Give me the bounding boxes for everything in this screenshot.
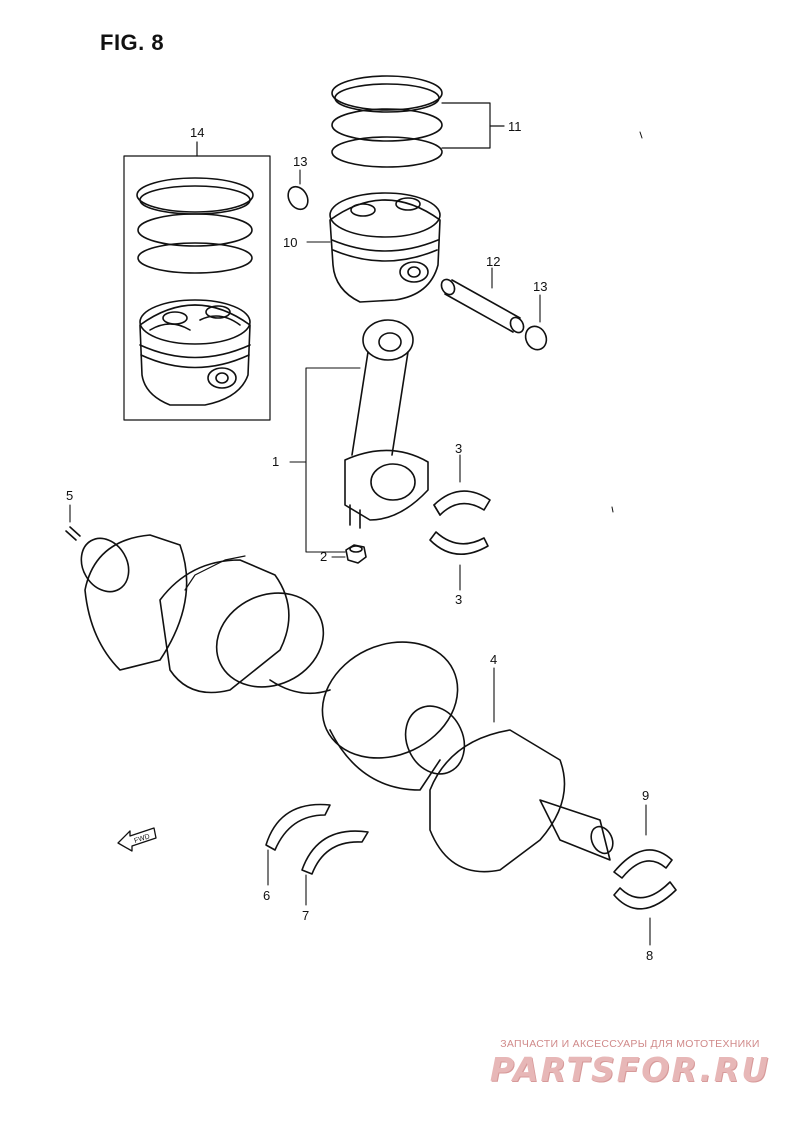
- label-part-13b: 13: [533, 279, 547, 294]
- figure-title: FIG. 8: [100, 30, 165, 55]
- piston: [306, 192, 441, 303]
- connecting-rod: [289, 319, 429, 553]
- label-part-12: 12: [486, 254, 500, 269]
- thrust-bearings: [265, 803, 369, 906]
- piston-rings: [331, 75, 505, 168]
- label-part-11: 11: [508, 119, 522, 134]
- part-number-labels: 1 2 3 3 4 5 6 7 8 9 10 11 12 13 13 14: [66, 119, 653, 963]
- label-part-6: 6: [263, 888, 270, 903]
- dowel-pin: [65, 504, 81, 541]
- label-part-8: 8: [646, 948, 653, 963]
- label-part-10: 10: [283, 235, 297, 250]
- label-part-3a: 3: [455, 441, 462, 456]
- piston-pin: [440, 267, 525, 334]
- rod-nut: [331, 544, 367, 564]
- label-part-14: 14: [190, 125, 204, 140]
- label-part-3b: 3: [455, 592, 462, 607]
- watermark-tagline: ЗАПЧАСТИ И АКСЕССУАРЫ ДЛЯ МОТОТЕХНИКИ: [500, 1038, 760, 1050]
- label-part-2: 2: [320, 549, 327, 564]
- label-part-9: 9: [642, 788, 649, 803]
- label-part-5: 5: [66, 488, 73, 503]
- watermark: ЗАПЧАСТИ И АКСЕССУАРЫ ДЛЯ МОТОТЕХНИКИ PA…: [470, 1038, 790, 1090]
- watermark-logo: PARTSFOR.RU: [489, 1050, 771, 1089]
- crankshaft: [80, 534, 614, 873]
- label-part-1: 1: [272, 454, 279, 469]
- main-bearings: [613, 804, 677, 946]
- fwd-arrow-icon: FWD: [117, 827, 157, 852]
- label-part-7: 7: [302, 908, 309, 923]
- label-part-4: 4: [490, 652, 497, 667]
- fwd-label: FWD: [133, 833, 150, 845]
- piston-set-box: [123, 141, 271, 421]
- label-part-13a: 13: [293, 154, 307, 169]
- conrod-bearings: [429, 454, 491, 591]
- piston-pin-clips: [287, 169, 548, 351]
